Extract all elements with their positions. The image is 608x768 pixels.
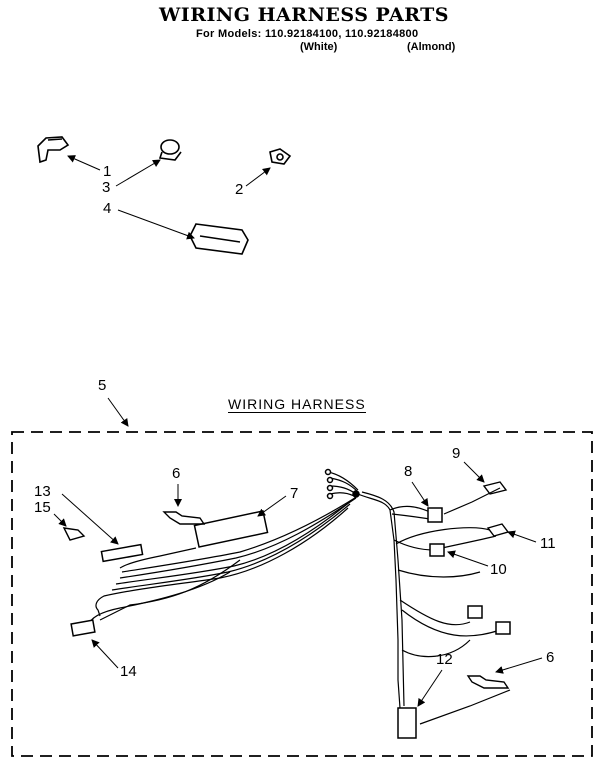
harness-connectors (70, 468, 511, 739)
callout-4: 4 (103, 200, 111, 217)
callout-6-right: 6 (546, 649, 554, 666)
callout-13: 13 (34, 483, 51, 500)
harness-clips (62, 481, 510, 689)
connector-14 (70, 619, 96, 637)
callout-3: 3 (102, 179, 110, 196)
leader-5 (107, 397, 129, 427)
models-line: For Models: 110.92184100, 110.92184800 (196, 28, 419, 40)
leader-1 (67, 155, 101, 171)
callout-14: 14 (120, 663, 137, 680)
part-6-clip-left (162, 511, 206, 525)
connector-8 (427, 507, 443, 523)
leader-6-right (495, 657, 543, 674)
connector-12 (397, 707, 417, 739)
leader-2 (245, 167, 271, 187)
callout-6-left: 6 (172, 465, 180, 482)
callout-12: 12 (436, 651, 453, 668)
page-title: WIRING HARNESS PARTS (158, 4, 450, 26)
part-2-clip (269, 148, 292, 165)
top-callouts: 1 3 2 4 (67, 155, 271, 240)
callout-1: 1 (103, 163, 111, 180)
leader-9 (463, 461, 485, 483)
leader-10 (447, 550, 489, 567)
part-6-clip-right (466, 675, 510, 689)
leader-15 (53, 513, 67, 527)
terminal-block-7 (193, 510, 269, 548)
callout-8: 8 (404, 463, 412, 480)
callout-5: 5 (98, 377, 106, 394)
callout-2: 2 (235, 181, 243, 198)
callout-9: 9 (452, 445, 460, 462)
leader-13 (61, 493, 119, 545)
leader-7 (257, 495, 287, 517)
connector-10 (429, 543, 445, 557)
connector-right-b (495, 621, 511, 635)
leader-12 (417, 669, 443, 707)
terminal-tip (326, 492, 334, 500)
leader-14 (91, 639, 119, 669)
part-11-terminal (486, 523, 510, 537)
harness-tie (352, 490, 360, 498)
part-15-clip (62, 527, 86, 541)
callout-15: 15 (34, 499, 51, 516)
callout-10: 10 (490, 561, 507, 578)
harness-callouts: 6 7 8 9 10 11 12 6 13 15 14 (34, 445, 556, 707)
leader-3 (115, 159, 161, 187)
leader-11 (507, 530, 537, 543)
terminal-tip (324, 468, 332, 476)
connector-13 (100, 543, 144, 563)
part-1-bracket (37, 136, 70, 164)
wiring-harness (87, 471, 511, 725)
variant-almond: (Almond) (407, 41, 456, 53)
leader-4 (117, 209, 195, 240)
variant-white: (White) (300, 41, 338, 53)
part-4-sleeve (189, 223, 249, 255)
terminal-tip (326, 476, 334, 484)
callout-7: 7 (290, 485, 298, 502)
part-3-clamp (158, 139, 182, 161)
part-9-terminal (482, 481, 508, 495)
leader-8 (411, 481, 429, 507)
harness-dashed-box (11, 431, 593, 757)
section-title: WIRING HARNESS (228, 396, 366, 413)
connector-right-a (467, 605, 483, 619)
terminal-tip (326, 484, 334, 492)
callout-11: 11 (540, 535, 556, 552)
